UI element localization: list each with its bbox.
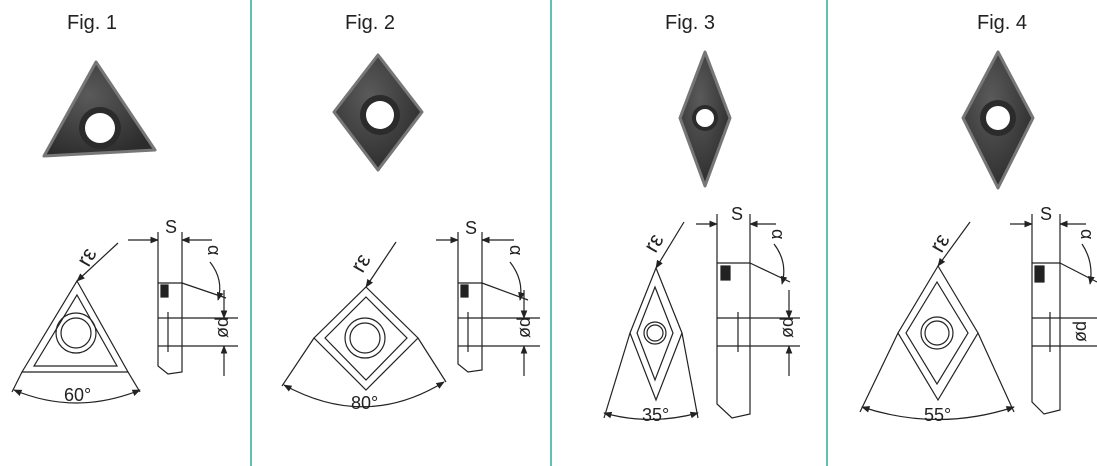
figure-title: Fig. 2 xyxy=(344,12,396,34)
fig3-clearance-label: α xyxy=(768,229,788,239)
fig4-top-view xyxy=(859,221,1015,421)
fig1-thickness-label: S xyxy=(165,217,177,237)
panel-divider xyxy=(250,0,252,466)
fig4-hole-label: ød xyxy=(1070,321,1090,342)
fig3-hole-label: ød xyxy=(777,317,797,338)
fig3-top-view xyxy=(603,221,699,421)
fig2-clearance-label: α xyxy=(506,245,526,255)
fig1-top-view xyxy=(11,242,141,404)
fig1-insert-photo xyxy=(42,60,157,158)
fig2-side-view xyxy=(436,232,540,376)
fig2-insert-photo xyxy=(332,53,424,172)
fig4-corner-radius-label: rε xyxy=(924,229,954,257)
panel-divider xyxy=(550,0,552,466)
fig1-hole-label: ød xyxy=(212,317,232,338)
fig2-hole-label: ød xyxy=(514,317,534,338)
figure-title: Fig. 3 xyxy=(664,12,716,34)
panel-divider xyxy=(826,0,828,466)
fig4-thickness-label: S xyxy=(1040,204,1052,224)
fig4-angle-label: 55° xyxy=(924,405,951,425)
fig2-top-view xyxy=(281,241,447,408)
fig1-clearance-label: α xyxy=(204,245,224,255)
fig2-corner-radius-label: rε xyxy=(345,249,375,277)
fig4-clearance-label: α xyxy=(1077,229,1097,239)
fig3-thickness-label: S xyxy=(731,204,743,224)
fig1-side-view xyxy=(128,232,238,376)
fig3-angle-label: 35° xyxy=(642,405,669,425)
fig1-angle-label: 60° xyxy=(64,385,91,405)
fig3-insert-photo xyxy=(678,50,732,188)
fig3-corner-radius-label: rε xyxy=(638,229,668,257)
fig2-angle-label: 80° xyxy=(351,393,378,413)
fig2-thickness-label: S xyxy=(465,218,477,238)
fig4-side-view xyxy=(1010,214,1097,415)
fig1-corner-radius-label: rε xyxy=(71,243,101,271)
fig4-insert-photo xyxy=(961,50,1035,190)
figure-title: Fig. 1 xyxy=(66,12,118,34)
fig3-side-view xyxy=(696,214,800,419)
figure-title: Fig. 4 xyxy=(976,12,1028,34)
